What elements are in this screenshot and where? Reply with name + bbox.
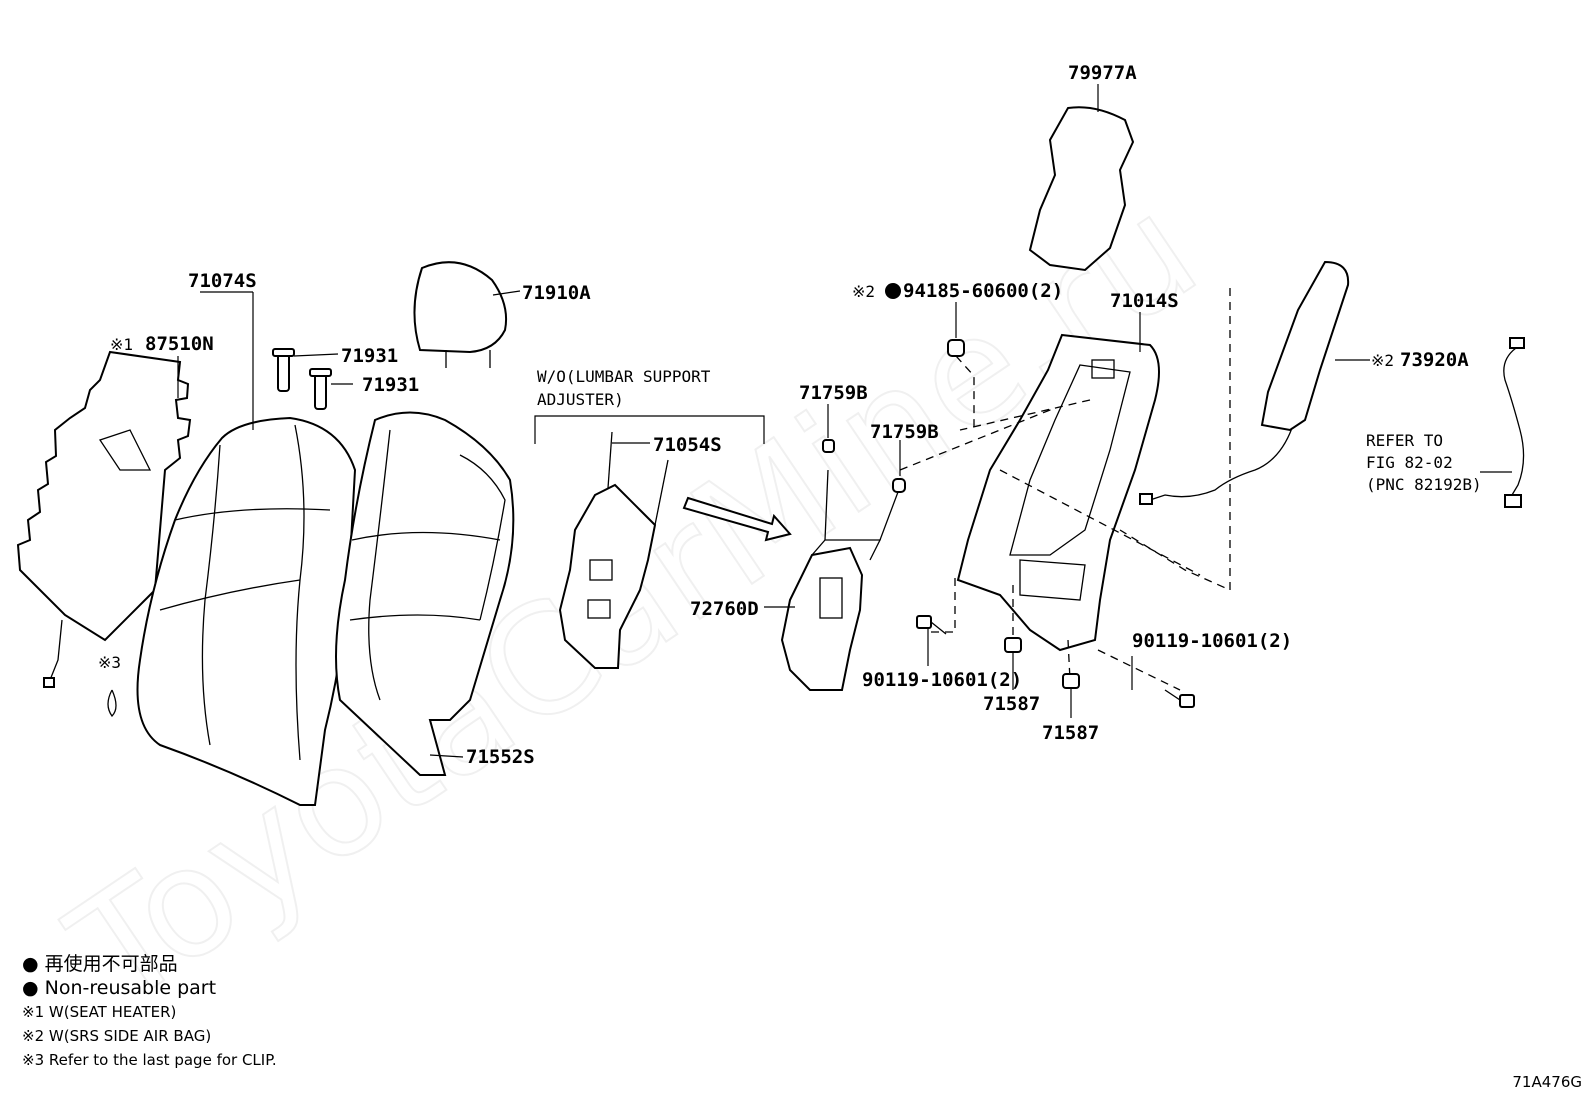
legend-non-reusable-jp: 再使用不可部品	[44, 953, 178, 975]
legend-note2: ※2 W(SRS SIDE AIR BAG)	[22, 1027, 212, 1045]
part-71587-nut-a	[1004, 637, 1022, 653]
legend-row-jp: ● 再使用不可部品	[22, 953, 178, 975]
callout-73920a: 73920A	[1400, 349, 1469, 371]
part-71931-guide-a	[272, 348, 295, 392]
non-reusable-dot	[885, 283, 901, 299]
callout-94185: 94185-60600(2)	[903, 280, 1063, 302]
part-71931-guide-b	[309, 368, 332, 410]
callout-72760d: 72760D	[690, 598, 759, 620]
callout-71552s: 71552S	[466, 746, 535, 768]
callout-71587-a: 71587	[983, 693, 1040, 715]
part-71759b-clip-a	[822, 439, 835, 453]
part-71587-nut-b	[1062, 673, 1080, 689]
legend: ● 再使用不可部品 ● Non-reusable part ※1 W(SEAT …	[22, 952, 277, 1072]
legend-note1: ※1 W(SEAT HEATER)	[22, 1003, 177, 1021]
callout-71759b-a: 71759B	[799, 382, 868, 404]
group-label-line1: W/O(LUMBAR SUPPORT	[537, 367, 711, 386]
callout-71054s: 71054S	[653, 434, 722, 456]
part-90119-bolt-right	[1164, 689, 1195, 708]
legend-note3: ※3 Refer to the last page for CLIP.	[22, 1051, 277, 1069]
part-71759b-clip-b	[892, 478, 906, 493]
callout-71931-b: 71931	[362, 374, 419, 396]
callout-90119-right: 90119-10601(2)	[1132, 630, 1292, 652]
callout-71759b-b: 71759B	[870, 421, 939, 443]
figure-code: 71A476G	[1512, 1073, 1582, 1091]
part-87510n-seat-heater	[16, 350, 192, 688]
callout-87510n-mark: ※1	[110, 335, 133, 354]
part-71014s-seatback-frame	[956, 333, 1160, 652]
part-wire-harness	[1503, 337, 1525, 508]
group-label-line2: ADJUSTER)	[537, 390, 624, 409]
part-73920a-side-airbag	[1139, 260, 1350, 505]
part-71054s-lumbar-panel	[558, 431, 669, 669]
callout-71587-b: 71587	[1042, 722, 1099, 744]
callout-73920a-mark: ※2	[1371, 351, 1394, 370]
part-79977a-pad	[1028, 106, 1135, 272]
callout-79977a: 79977A	[1068, 62, 1137, 84]
legend-row-en: ● Non-reusable part	[22, 977, 217, 999]
part-72760d-lumbar-assy	[780, 469, 899, 691]
callout-71910a: 71910A	[522, 282, 591, 304]
part-90119-bolt-left	[916, 615, 947, 635]
arrow-replace	[682, 496, 792, 542]
part-71074s-seatback-cover	[136, 416, 357, 806]
callout-71074s: 71074S	[188, 270, 257, 292]
callout-clip-mark: ※3	[98, 653, 121, 672]
callout-90119-left: 90119-10601(2)	[862, 669, 1022, 691]
part-clip	[107, 689, 117, 717]
legend-non-reusable-en: Non-reusable part	[44, 977, 217, 999]
part-71910a-headrest	[413, 261, 508, 368]
part-94185-nut	[947, 339, 965, 357]
part-71552s-seatback-pad	[335, 411, 515, 776]
callout-94185-mark: ※2	[852, 282, 875, 301]
callout-87510n: 87510N	[145, 333, 214, 355]
refer-line1: REFER TO	[1366, 431, 1443, 450]
callout-71931-a: 71931	[341, 345, 398, 367]
refer-line2: FIG 82-02	[1366, 453, 1453, 472]
refer-line3: (PNC 82192B)	[1366, 475, 1482, 494]
callout-71014s: 71014S	[1110, 290, 1179, 312]
